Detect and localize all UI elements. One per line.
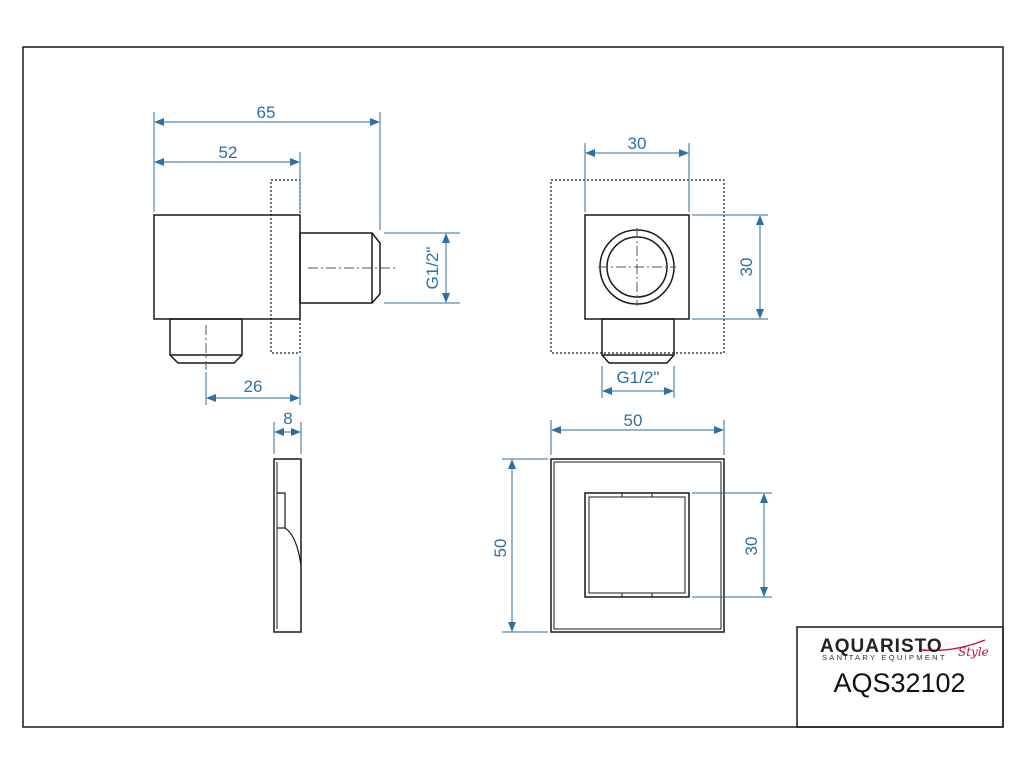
product-code: AQS32102 bbox=[833, 668, 966, 698]
brand-script: Style bbox=[958, 645, 989, 659]
dim-text-8: 8 bbox=[283, 409, 292, 428]
side-view-body bbox=[153, 214, 301, 320]
sheet-border bbox=[22, 46, 1004, 728]
front-view-wall-plate bbox=[550, 179, 725, 354]
plate-front-view bbox=[550, 458, 725, 633]
plate-front-outer bbox=[550, 458, 725, 633]
brand-tagline: SANITARY EQUIPMENT bbox=[822, 653, 947, 662]
dim-text-26: 26 bbox=[244, 377, 263, 396]
dim-text-65: 65 bbox=[257, 103, 276, 122]
plate-side-view bbox=[273, 458, 302, 633]
dim-text-52: 52 bbox=[219, 143, 238, 162]
brand-logo: AQUARISTO bbox=[820, 636, 943, 657]
dim-text-50-width: 50 bbox=[624, 411, 643, 430]
plate-side-body bbox=[273, 458, 302, 633]
dim-text-thread-front: G1/2" bbox=[617, 368, 660, 387]
plate-front-outer-inset bbox=[553, 461, 722, 630]
dim-text-front-width: 30 bbox=[628, 134, 647, 153]
side-view-wall-plate bbox=[270, 179, 301, 354]
plate-front-inner-inset bbox=[588, 496, 686, 594]
brand-logo-swoosh bbox=[921, 639, 986, 652]
plate-front-inner-opening bbox=[584, 492, 690, 598]
dim-text-front-height: 30 bbox=[737, 258, 756, 277]
plate-side-notch bbox=[277, 492, 302, 566]
title-block-frame bbox=[796, 626, 1004, 728]
side-view bbox=[153, 179, 381, 364]
dim-text-thread-side: G1/2" bbox=[423, 247, 442, 290]
dim-text-50-height: 50 bbox=[491, 539, 510, 558]
dim-text-plate-inner: 30 bbox=[742, 537, 761, 556]
front-view-thread bbox=[601, 318, 675, 364]
